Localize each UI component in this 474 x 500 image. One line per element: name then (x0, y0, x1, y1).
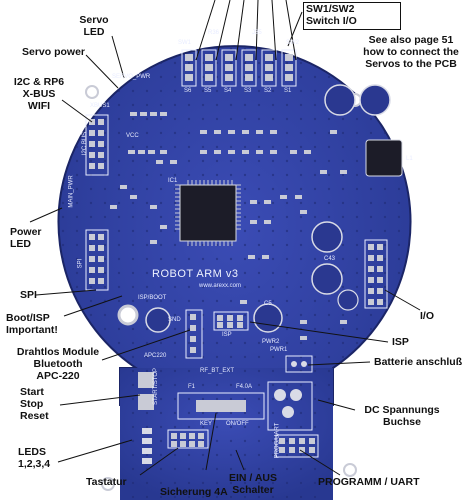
silk-i2c-bus: I2C BUS (82, 131, 89, 156)
silk-sw2: SW2 (286, 40, 300, 46)
board-website: www.arexx.com (199, 283, 242, 289)
silk-key: KEY (200, 421, 213, 427)
silk-j35: J35 (252, 30, 262, 36)
silk-servo-pwr: SERVO_PWR (112, 74, 151, 80)
silk-on-off: ON/OFF (226, 421, 249, 427)
silk-main-pwr: MAIN_PWR (68, 175, 75, 208)
silk-prog-uart: PROG/UART (274, 422, 281, 459)
silk-servo-label: S1 (284, 88, 292, 94)
leds (142, 428, 152, 464)
label-sicherung: Sicherung 4A (160, 486, 228, 498)
buzzer (145, 307, 171, 333)
silk-spi: SPI (77, 258, 84, 269)
fuse-f1 (177, 392, 265, 420)
silk-pwr2: PWR2 (262, 339, 280, 345)
isp-header (213, 311, 249, 331)
servo-headers (181, 49, 297, 87)
silk-vcc: VCC (126, 133, 139, 139)
silk-snd: SND (168, 317, 181, 323)
smd-components (110, 112, 347, 340)
key-header (167, 429, 209, 449)
label-tastatur: Tastatur (86, 476, 127, 488)
label-batterie: Batterie anschluß (374, 356, 463, 368)
silk-pwr1: PWR1 (270, 347, 288, 353)
silk-servo-label: S2 (264, 88, 272, 94)
apc220-header (185, 309, 203, 359)
silk-servo-label: S6 (184, 88, 192, 94)
label-sw-switch: SW1/SW2 Switch I/O (306, 3, 357, 27)
label-isp: ISP (392, 336, 409, 348)
label-leds: LEDS 1,2,3,4 (18, 446, 51, 470)
silk-c5: C5 (264, 301, 272, 307)
silk-f1: F1 (188, 384, 196, 390)
label-servo-led: Servo LED (79, 14, 109, 38)
silk-rf-bt-ext: RF_BT_EXT (200, 368, 235, 374)
silk-servo-label: S5 (204, 88, 212, 94)
dc-jack (267, 381, 313, 431)
label-power-led: Power LED (10, 226, 42, 250)
label-drahtlos: Drahtlos Module Bluetooth APC-220 (16, 346, 100, 382)
silk-f4oa: F4.0A (236, 384, 253, 390)
prog-uart-header (275, 434, 319, 458)
silk-c43: C43 (324, 256, 336, 262)
i2c-header (85, 114, 109, 176)
silk-ic1: IC1 (168, 178, 178, 184)
silk-servo-label: S3 (244, 88, 252, 94)
spi-header (85, 229, 109, 291)
label-boot-isp: Boot/ISP Important! (6, 312, 58, 336)
label-dc-buchse: DC Spannungs Buchse (364, 404, 440, 428)
main-ic (175, 180, 241, 246)
label-start-stop-reset: Start Stop Reset (20, 386, 49, 422)
label-io: I/O (420, 310, 435, 322)
silk-servo-label: S4 (224, 88, 232, 94)
start-stop-buttons (138, 372, 154, 410)
silk-isp: ISP (222, 332, 232, 338)
inductor-l1 (365, 139, 403, 177)
silk-xbus1: XBUS1 (90, 103, 110, 109)
silk-apc220: APC220 (144, 353, 167, 359)
sw-callout-box (303, 2, 401, 30)
label-spi: SPI (20, 289, 37, 301)
silk-start-stop: START/STOP (153, 367, 160, 406)
silk-l1: L1 (406, 156, 413, 162)
silk-isp-boot: ISP/BOOT (138, 295, 167, 301)
label-programm-uart: PROGRAMM / UART (318, 476, 420, 488)
capacitors (253, 84, 391, 333)
board-title: ROBOT ARM v3 (152, 268, 239, 280)
callout-lines (29, 0, 421, 476)
label-i2c-rp6: I2C & RP6 X-BUS WIFI (13, 76, 65, 112)
silk-sw1: SW1 (178, 40, 192, 46)
io-header (364, 239, 388, 309)
label-see-also: See also page 51 how to connect the Serv… (363, 34, 459, 70)
silk-r36: R36 (208, 30, 220, 36)
label-ein-aus: EIN / AUS Schalter (228, 472, 278, 496)
label-servo-power: Servo power (22, 46, 86, 58)
battery-connector (285, 355, 313, 373)
